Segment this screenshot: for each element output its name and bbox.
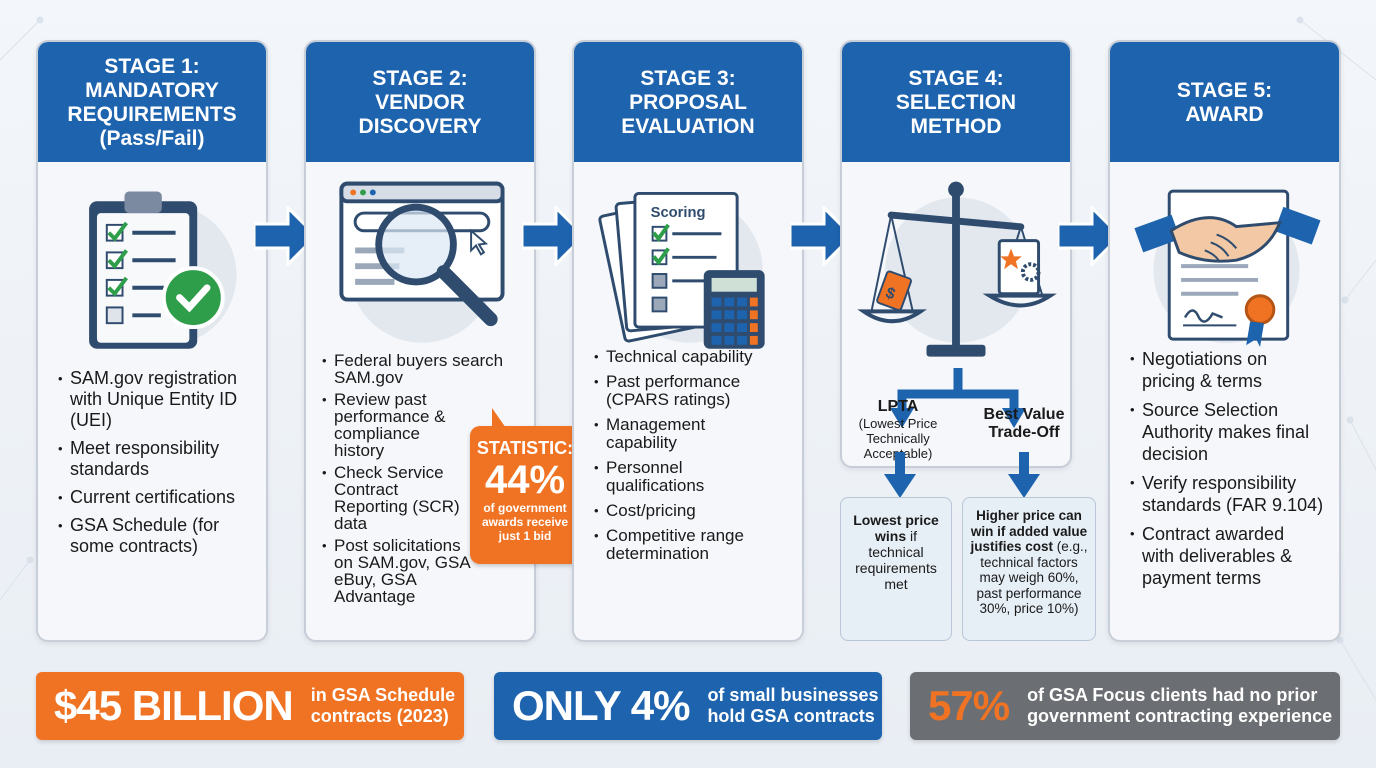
stage-2-title-line: STAGE 2: xyxy=(372,67,468,90)
lpta-detail-box: Lowest price wins if technical requireme… xyxy=(840,497,952,641)
best-value-title: Best Value Trade-Off xyxy=(983,406,1065,441)
stage-2-bullets: Federal buyers search SAM.gov Review pas… xyxy=(322,352,527,610)
stage-3-card: STAGE 3: PROPOSAL EVALUATION Scoring Tec… xyxy=(572,40,804,642)
list-item: Competitive range determination xyxy=(594,527,784,563)
stage-3-title-line: STAGE 3: xyxy=(640,67,736,90)
banner-caption: of GSA Focus clients had no prior govern… xyxy=(1027,685,1333,726)
stage-4-title-line: SELECTION xyxy=(895,91,1017,114)
callout-tail xyxy=(492,408,506,428)
banner-small-business: ONLY 4% of small businesses hold GSA con… xyxy=(494,672,882,740)
flow-arrow-icon xyxy=(254,206,318,266)
list-item: SAM.gov registration with Unique Entity … xyxy=(58,368,258,431)
stage-5-title-line: AWARD xyxy=(1185,103,1264,126)
stage-1-title-line: STAGE 1: xyxy=(104,55,200,78)
list-item: Cost/pricing xyxy=(594,502,799,521)
stage-3-title-line: EVALUATION xyxy=(621,115,755,138)
lpta-title: LPTA xyxy=(877,398,919,415)
statistic-label: STATISTIC: xyxy=(476,438,574,458)
banner-caption: in GSA Schedule contracts (2023) xyxy=(310,685,456,726)
list-item: Meet responsibility standards xyxy=(58,438,258,480)
statistic-caption: of government awards receive just 1 bid xyxy=(481,501,569,543)
list-item: Current certifications xyxy=(58,487,258,508)
stage-3-title-line: PROPOSAL xyxy=(629,91,747,114)
list-item: Past performance (CPARS ratings) xyxy=(594,373,764,409)
list-item: Personnel qualifications xyxy=(594,459,724,495)
stage-5-card: STAGE 5: AWARD Negotiations on pricing &… xyxy=(1108,40,1341,642)
stage-2-title-line: VENDOR xyxy=(375,91,465,114)
list-item: Source Selection Authority makes final d… xyxy=(1130,399,1330,465)
banner-big-number: ONLY 4% xyxy=(512,682,690,729)
list-item: Verify responsibility standards (FAR 9.1… xyxy=(1130,472,1330,516)
list-item: Management capability xyxy=(594,416,734,452)
banner-gsa-focus: 57% of GSA Focus clients had no prior go… xyxy=(910,672,1340,740)
flow-arrow-icon xyxy=(522,206,586,266)
handshake-contract-icon xyxy=(1134,189,1321,348)
list-item: Check Service Contract Reporting (SCR) d… xyxy=(322,464,462,532)
lpta-detail-bold: Lowest price wins xyxy=(853,512,939,544)
split-arrows-icon xyxy=(890,368,1026,428)
stage-4-title: STAGE 4: SELECTION METHOD xyxy=(842,42,1070,162)
stage-1-bullets: SAM.gov registration with Unique Entity … xyxy=(58,368,258,564)
flow-arrow-icon xyxy=(790,206,854,266)
banner-caption: of small businesses hold GSA contracts xyxy=(707,685,879,726)
stage-4-title-line: STAGE 4: xyxy=(908,67,1004,90)
list-item: Contract awarded with deliverables & pay… xyxy=(1130,523,1310,589)
stage-4-card: STAGE 4: SELECTION METHOD $ LPTA (Lowest… xyxy=(840,40,1072,468)
lpta-down-arrow-icon xyxy=(884,452,916,498)
list-item: Post solicitations on SAM.gov, GSA eBuy,… xyxy=(322,537,482,605)
clipboard-checklist-icon xyxy=(89,191,237,349)
banner-big-number: 57% xyxy=(928,682,1010,729)
stage-5-bullets: Negotiations on pricing & terms Source S… xyxy=(1130,348,1330,596)
best-value-down-arrow-icon xyxy=(1008,452,1040,498)
list-item: Negotiations on pricing & terms xyxy=(1130,348,1280,392)
stage-1-card: STAGE 1: MANDATORY REQUIREMENTS (Pass/Fa… xyxy=(36,40,268,642)
stage-5-title: STAGE 5: AWARD xyxy=(1110,42,1339,162)
stage-3-bullets: Technical capability Past performance (C… xyxy=(594,348,799,570)
scoring-label: Scoring xyxy=(651,205,706,221)
list-item: GSA Schedule (for some contracts) xyxy=(58,515,258,557)
best-value-detail-text: (e.g., technical factors may weigh 60%, … xyxy=(976,539,1088,616)
stage-1-title-line: (Pass/Fail) xyxy=(99,127,205,150)
stage-2-title-line: DISCOVERY xyxy=(358,115,482,138)
browser-magnifier-icon xyxy=(339,181,505,343)
banner-big-number: $45 BILLION xyxy=(54,682,294,729)
stage-1-title: STAGE 1: MANDATORY REQUIREMENTS (Pass/Fa… xyxy=(38,42,266,162)
balance-scale-icon: $ xyxy=(857,181,1057,357)
list-item: Review past performance & compliance his… xyxy=(322,391,452,459)
lpta-detail-text: if technical requirements met xyxy=(855,528,937,592)
statistic-callout: STATISTIC: 44% of government awards rece… xyxy=(470,408,580,564)
statistic-value: 44% xyxy=(484,458,566,502)
stage-1-title-line: MANDATORY xyxy=(85,79,219,102)
stage-5-title-line: STAGE 5: xyxy=(1176,79,1273,102)
best-value-detail-bold: Higher price can win if added value just… xyxy=(970,508,1088,554)
scoring-sheet-calculator-icon: Scoring xyxy=(598,191,765,349)
list-item: Technical capability xyxy=(594,348,799,367)
list-item: Federal buyers search SAM.gov xyxy=(322,352,527,386)
stage-4-title-line: METHOD xyxy=(910,115,1002,138)
flow-arrow-icon xyxy=(1058,206,1122,266)
stage-2-title: STAGE 2: VENDOR DISCOVERY xyxy=(306,42,534,162)
best-value-detail-box: Higher price can win if added value just… xyxy=(962,497,1096,641)
stage-3-title: STAGE 3: PROPOSAL EVALUATION xyxy=(574,42,802,162)
stage-1-title-line: REQUIREMENTS xyxy=(67,103,237,126)
banner-gsa-schedule: $45 BILLION in GSA Schedule contracts (2… xyxy=(36,672,464,740)
